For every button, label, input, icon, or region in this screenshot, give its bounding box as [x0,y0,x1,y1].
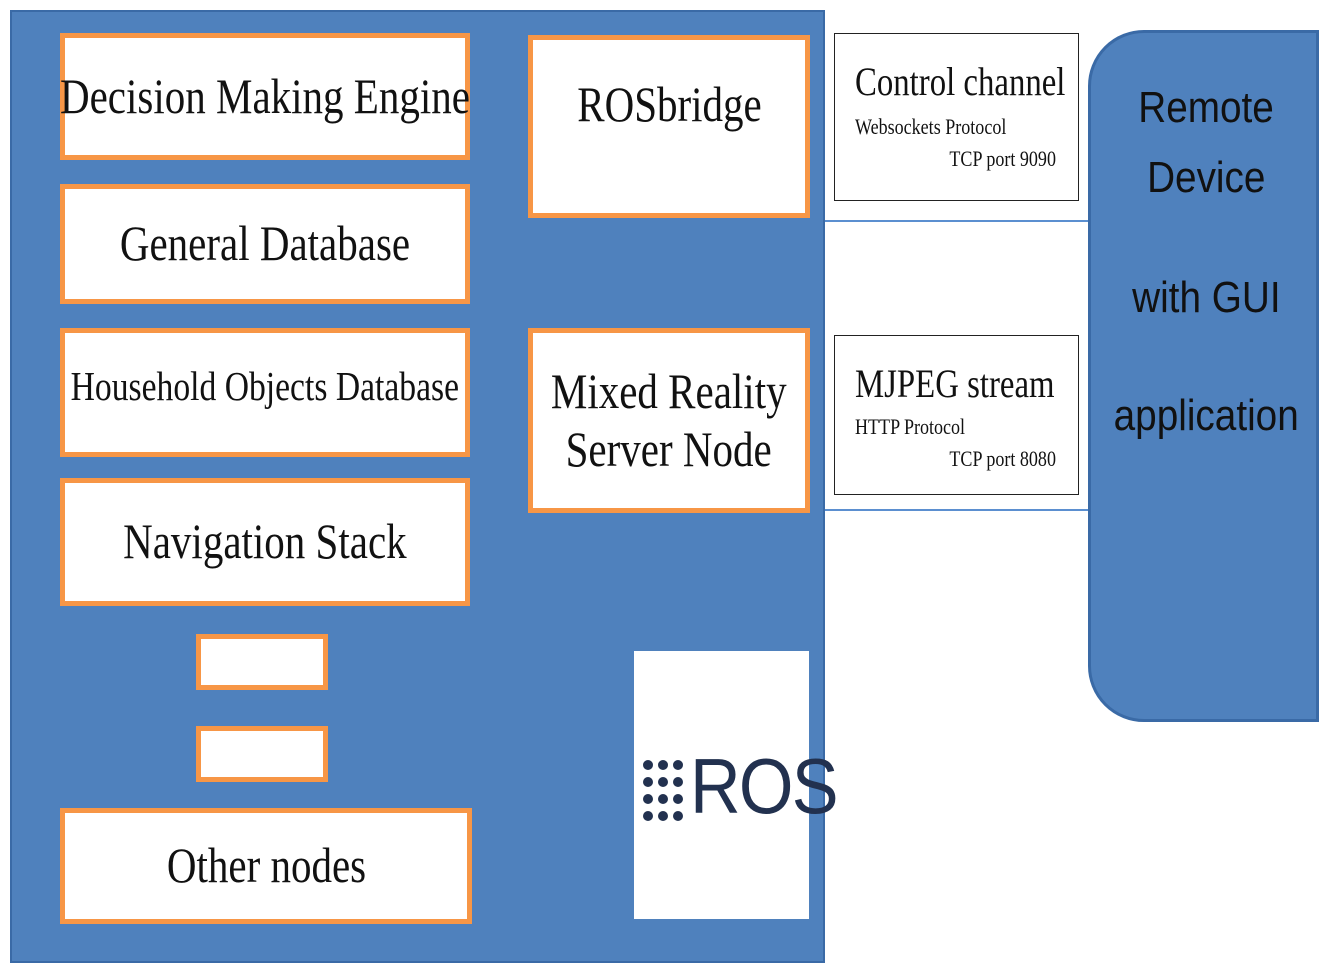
node-household-objects-database: Household Objects Database [60,328,470,457]
node-navigation-stack: Navigation Stack [60,478,470,606]
remote-device-text: Device [1147,153,1266,202]
channel-title: MJPEG stream [855,361,1055,406]
mjpeg-stream-box: MJPEG stream HTTP Protocol TCP port 8080 [834,335,1079,495]
node-label-line: Mixed Reality [551,363,787,419]
node-label: Other nodes [166,837,366,894]
channel-title: Control channel [855,59,1066,104]
node-decision-making-engine: Decision Making Engine [60,33,470,160]
placeholder-node-box [196,634,328,690]
node-rosbridge: ROSbridge [528,35,810,218]
node-label-line: Server Node [565,420,773,477]
channel-protocol: HTTP Protocol [855,414,966,439]
node-other-nodes: Other nodes [60,808,472,924]
remote-device-label-line: with GUI [1091,273,1319,323]
node-mixed-reality-server: Mixed Reality Server Node [528,328,810,513]
channel-protocol: Websockets Protocol [855,114,1007,139]
channel-port: TCP port 8080 [949,446,1056,471]
control-channel-box: Control channel Websockets Protocol TCP … [834,33,1079,201]
placeholder-node-box [196,726,328,782]
remote-device-text: with GUI [1132,273,1281,322]
remote-device: Remote Device with GUI application [1088,30,1319,722]
node-general-database: General Database [60,184,470,304]
channel-port: TCP port 9090 [949,146,1056,171]
mjpeg-stream-link [825,509,1090,511]
node-label: Household Objects Database [70,363,460,409]
ros-logo-dots-icon [643,760,683,821]
remote-device-text: application [1113,391,1300,440]
node-label: General Database [119,215,411,272]
node-label: ROSbridge [576,76,762,132]
remote-device-label-line: application [1091,391,1319,441]
node-label: Decision Making Engine [60,67,470,124]
ros-logo: ROS [634,651,839,919]
node-label: Navigation Stack [123,513,407,570]
ros-logo-text: ROS [690,742,839,830]
control-channel-link [825,220,1090,222]
remote-device-label-line: Device [1091,153,1319,203]
remote-device-text: Remote [1138,83,1275,132]
remote-device-label-line: Remote [1091,83,1319,133]
